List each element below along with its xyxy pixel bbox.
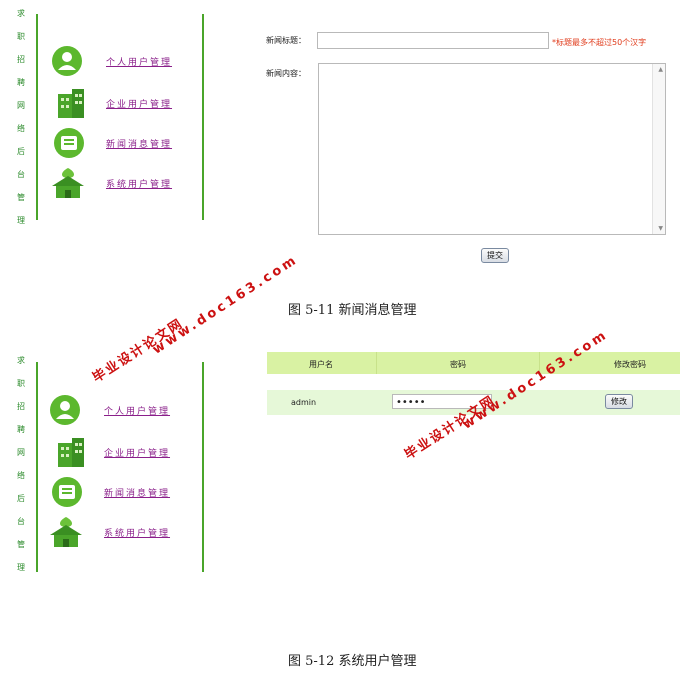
menu-item-news[interactable]: 新闻消息管理 — [52, 126, 202, 160]
title-char: 招 — [17, 55, 25, 64]
house-icon — [50, 166, 84, 200]
sidebar-title: 求 职 招 聘 网 络 后 台 管 理 — [14, 357, 28, 587]
menu-label[interactable]: 个人用户管理 — [106, 58, 173, 68]
title-char: 台 — [17, 517, 25, 526]
building-icon — [54, 86, 88, 120]
figure-caption-1: 图 5-11 新闻消息管理 — [288, 303, 417, 318]
title-char: 管 — [17, 540, 25, 549]
title-char: 络 — [17, 124, 25, 133]
submit-button[interactable]: 提交 — [481, 248, 509, 263]
figure-caption-2: 图 5-12 系统用户管理 — [288, 654, 417, 669]
table-header: 用户名 密码 修改密码 — [267, 352, 680, 374]
sidebar-title: 求 职 招 聘 网 络 后 台 管 理 — [14, 10, 28, 240]
title-char: 招 — [17, 402, 25, 411]
title-char: 聘 — [17, 425, 25, 434]
menu-label[interactable]: 系统用户管理 — [106, 180, 173, 190]
menu-item-personal-users[interactable]: 个人用户管理 — [48, 393, 198, 427]
divider-right — [202, 14, 204, 220]
header-change-password: 修改密码 — [614, 360, 646, 369]
title-char: 络 — [17, 471, 25, 480]
watermark-text: www.doc163.com — [150, 252, 302, 358]
scroll-down-icon[interactable]: ▼ — [658, 225, 663, 232]
menu-item-personal-users[interactable]: 个人用户管理 — [50, 44, 200, 78]
menu-item-company-users[interactable]: 企业用户管理 — [54, 86, 204, 120]
person-icon — [48, 393, 82, 427]
building-icon — [54, 435, 88, 469]
house-icon — [48, 515, 82, 549]
menu-label[interactable]: 个人用户管理 — [104, 407, 171, 417]
menu-label[interactable]: 企业用户管理 — [104, 449, 171, 459]
title-char: 网 — [17, 448, 25, 457]
title-input[interactable] — [317, 32, 549, 49]
menu-label[interactable]: 新闻消息管理 — [104, 489, 171, 499]
menu-label[interactable]: 系统用户管理 — [104, 529, 171, 539]
menu-label[interactable]: 新闻消息管理 — [106, 140, 173, 150]
content-textarea[interactable]: ▲ ▼ — [318, 63, 666, 235]
watermark-text: www.doc163.com — [460, 327, 612, 433]
watermark-text: 毕业设计论文网 — [90, 316, 187, 386]
header-username: 用户名 — [309, 360, 333, 369]
title-char: 理 — [17, 563, 25, 572]
title-char: 网 — [17, 101, 25, 110]
modify-button[interactable]: 修改 — [605, 394, 633, 409]
title-char: 管 — [17, 193, 25, 202]
divider-right — [202, 362, 204, 572]
divider-left — [36, 362, 38, 572]
table-row: admin ••••• 修改 — [267, 390, 680, 415]
menu-item-news[interactable]: 新闻消息管理 — [50, 475, 200, 509]
title-char: 求 — [17, 9, 25, 18]
divider-left — [36, 14, 38, 220]
person-icon — [50, 44, 84, 78]
menu-item-system-users[interactable]: 系统用户管理 — [48, 515, 198, 549]
title-char: 台 — [17, 170, 25, 179]
title-char: 职 — [17, 379, 25, 388]
title-hint: *标题最多不超过50个汉字 — [552, 38, 647, 47]
content-label: 新闻内容： — [266, 69, 306, 78]
title-char: 后 — [17, 147, 25, 156]
title-char: 求 — [17, 356, 25, 365]
news-icon — [52, 126, 86, 160]
title-char: 后 — [17, 494, 25, 503]
title-label: 新闻标题： — [266, 36, 306, 45]
title-char: 聘 — [17, 78, 25, 87]
textarea-scrollbar[interactable]: ▲ ▼ — [652, 64, 665, 234]
title-char: 理 — [17, 216, 25, 225]
header-password: 密码 — [450, 360, 466, 369]
menu-item-company-users[interactable]: 企业用户管理 — [54, 435, 204, 469]
scroll-up-icon[interactable]: ▲ — [658, 66, 663, 73]
news-icon — [50, 475, 84, 509]
title-char: 职 — [17, 32, 25, 41]
menu-label[interactable]: 企业用户管理 — [106, 100, 173, 110]
menu-item-system-users[interactable]: 系统用户管理 — [50, 166, 200, 200]
cell-username: admin — [291, 398, 317, 407]
password-input[interactable]: ••••• — [392, 394, 492, 409]
